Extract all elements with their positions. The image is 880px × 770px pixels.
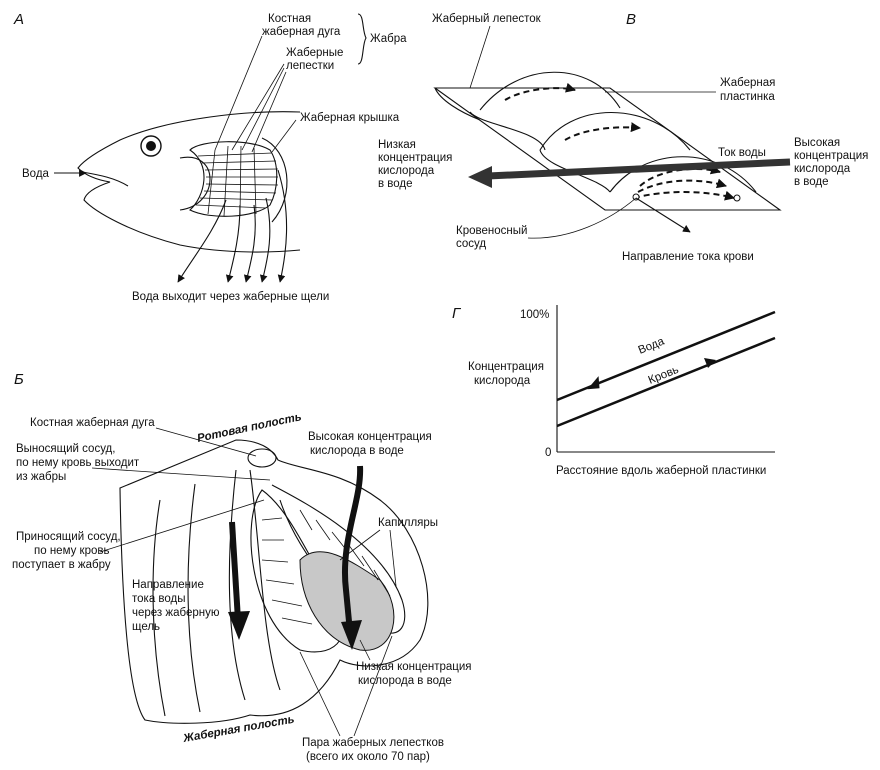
pointer-capillaries-2 [389,529,397,587]
label-afferent-2: по нему кровь [34,545,109,557]
operculum-outline [261,137,288,223]
label-v-low-2: концентрация [378,152,452,164]
graph-water-arrowhead [587,376,600,390]
label-v-high-3: кислорода [794,163,851,175]
graph-y-top: 100% [520,309,549,321]
label-v-low-3: кислорода [378,165,435,177]
lamella-3 [609,156,757,193]
label-bony-arch-1: Костная [268,13,311,25]
panel-v: В Жаберный лепесток Жаберная плас [378,11,868,263]
label-filaments-1: Жаберные [286,47,343,59]
graph-y-zero: 0 [545,447,551,459]
label-operculum: Жаберная крышка [300,112,400,124]
graph-blood-arrowhead [704,358,716,368]
filament-loop-1 [250,489,345,653]
pointer-b-bony-arch [155,427,257,457]
panel-g: Г 100% 0 Концентрация кислорода Расстоян… [452,305,776,477]
graph-ylabel-2: кислорода [474,375,531,387]
label-water-exits: Вода выходит через жаберные щели [132,291,329,303]
pointer-b-low [359,639,371,661]
label-mouth-cavity: Ротовая полость [196,411,303,445]
label-waterflow-3: через жаберную [132,607,220,619]
pointer-filament [469,25,491,89]
pointer-capillaries-1 [339,529,381,561]
label-efferent-3: из жабры [16,471,66,483]
label-blood-direction: Направление тока крови [622,251,754,263]
water-flow-arrowhead-left [228,611,250,640]
pointer-vessel [527,197,637,239]
capillary-rungs [261,509,391,625]
label-pair-2: (всего их около 70 пар) [306,751,430,763]
graph-blood-line [556,336,776,428]
panel-b: Б Ротовая полость Жаберная полость Костн… [12,371,472,763]
label-b-low-2: кислорода в воде [358,675,452,687]
bony-arch-oval [247,448,277,468]
filament-edge [434,87,481,121]
label-waterflow-1: Направление [132,579,204,591]
panel-a-letter: А [13,11,24,28]
label-filaments-2: лепестки [286,60,334,72]
panel-b-letter: Б [14,371,24,388]
label-capillaries: Капилляры [378,517,438,529]
label-vessel-2: сосуд [456,238,486,250]
label-gill: Жабра [370,33,407,45]
lamella-base-1 [469,111,546,151]
water-exit-arrows [177,169,288,283]
lamella-1 [479,71,621,111]
label-vessel-1: Кровеносный [456,225,527,237]
label-b-high-1: Высокая концентрация [308,431,432,443]
blood-flow-dashed [504,82,741,202]
pointer-afferent [99,499,265,553]
label-waterflow-2: тока воды [132,593,186,605]
fish-head-outline [77,111,301,253]
label-water-in: Вода [22,168,50,180]
label-v-low-4: в воде [378,178,413,190]
graph-water-label: Вода [637,335,667,356]
label-pair-1: Пара жаберных лепестков [302,737,444,749]
pointer-lines-a [214,35,297,153]
graph-ylabel-1: Концентрация [468,361,544,373]
label-water-current: Ток воды [718,147,766,159]
pointer-pair-1 [299,651,341,737]
water-flow-arrow-left [229,521,241,621]
water-flow-arrow-right [342,465,364,633]
label-b-high-2: кислорода в воде [310,445,404,457]
lamella-2 [539,112,691,151]
water-current-arrow [468,158,791,188]
label-b-bony-arch: Костная жаберная дуга [30,417,155,429]
gill-filament-plate [433,87,782,211]
label-afferent-1: Приносящий сосуд, [16,531,121,543]
pointer-efferent [91,467,271,481]
blood-direction-arrow [635,197,691,233]
label-lamella-2: пластинка [720,91,775,103]
water-flow-arrowhead-right [341,620,362,650]
gill-comb [179,141,279,217]
label-v-low-1: Низкая [378,139,416,151]
label-efferent-2: по нему кровь выходит [16,457,140,469]
panel-a: А Вода Вода выходит через жаберные щели [13,11,407,303]
label-efferent-1: Выносящий сосуд, [16,443,115,455]
label-afferent-3: поступает в жабру [12,559,111,571]
pointer-pair-2 [353,635,393,737]
label-b-low-1: Низкая концентрация [356,661,472,673]
panel-v-letter: В [626,11,636,28]
panel-g-letter: Г [452,305,462,322]
label-filament: Жаберный лепесток [432,13,542,25]
graph-xlabel: Расстояние вдоль жаберной пластинки [556,465,766,477]
gill-body-outline [119,439,429,724]
label-v-high-1: Высокая [794,137,840,149]
label-v-high-4: в воде [794,176,829,188]
label-lamella-1: Жаберная [720,77,775,89]
gill-folds [152,469,281,717]
label-v-high-2: концентрация [794,150,868,162]
label-waterflow-4: щель [132,621,160,633]
gill-bracket [357,13,367,65]
label-bony-arch-2: жаберная дуга [262,26,341,38]
fish-pupil [146,141,156,151]
